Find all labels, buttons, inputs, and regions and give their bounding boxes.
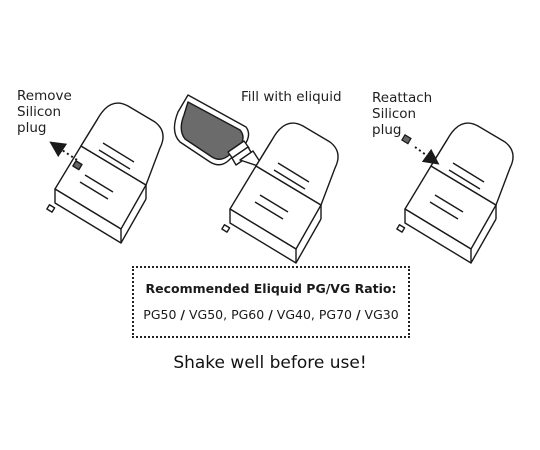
silicon-plug-icon xyxy=(401,134,412,145)
ratio-value: PG50 xyxy=(143,307,177,322)
step-3-label: Reattach Silicon plug xyxy=(372,90,433,138)
footer-note: Shake well before use! xyxy=(173,353,367,373)
ratio-values: PG50 / VG50, PG60 / VG40, PG70 / VG30 xyxy=(134,307,408,322)
remove-arrow-icon xyxy=(49,141,78,161)
ratio-separator: / xyxy=(355,307,361,322)
pod-3-icon xyxy=(396,122,514,264)
ratio-value: VG50, PG60 xyxy=(188,307,265,322)
ratio-value: VG40, PG70 xyxy=(276,307,352,322)
ratio-box: Recommended Eliquid PG/VG Ratio: PG50 / … xyxy=(132,266,410,338)
ratio-separator: / xyxy=(268,307,273,322)
pod-1-icon xyxy=(46,102,164,244)
ratio-separator: / xyxy=(180,307,185,322)
eliquid-bottle-icon xyxy=(173,94,265,169)
reattach-arrow-icon xyxy=(414,146,440,165)
step-2-label: Fill with eliquid xyxy=(241,89,342,105)
pod-2-icon xyxy=(221,122,339,264)
ratio-title: Recommended Eliquid PG/VG Ratio: xyxy=(145,281,397,296)
step-1-label: Remove Silicon plug xyxy=(17,88,72,136)
ratio-value: VG30 xyxy=(364,307,399,322)
